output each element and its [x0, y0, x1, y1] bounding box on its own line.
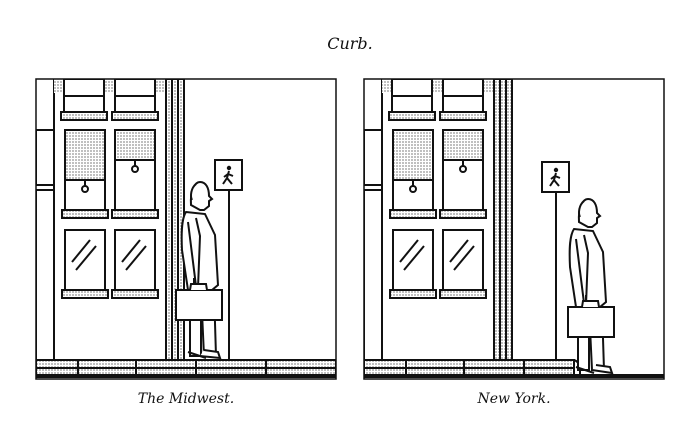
upper-window-left [60, 79, 108, 121]
panel-new-york [364, 79, 664, 379]
sidewalk [364, 359, 664, 378]
glass-window-right [111, 229, 159, 299]
glass-window-left [389, 229, 437, 299]
upper-window-right [111, 79, 159, 121]
walk-signal-icon [214, 159, 243, 360]
panel-midwest [36, 79, 336, 379]
glass-window-right [439, 229, 487, 299]
panel-border-left [35, 78, 337, 380]
building-column [165, 79, 185, 365]
building-edge [36, 79, 55, 361]
cartoon-title: Curb. [327, 34, 373, 53]
caption-midwest: The Midwest. [137, 391, 235, 407]
walk-signal-icon [541, 161, 570, 360]
shade-window-left [389, 129, 437, 219]
upper-window-left [388, 79, 436, 121]
shade-window-left [61, 129, 109, 219]
caption-new-york: New York. [477, 391, 551, 407]
panel-border-right [363, 78, 665, 380]
building-column [493, 79, 513, 365]
upper-window-right [439, 79, 487, 121]
businessman-left [175, 180, 223, 360]
shade-window-right [439, 129, 487, 219]
glass-window-left [61, 229, 109, 299]
building-edge [364, 79, 383, 361]
businessman-right [567, 197, 615, 375]
shade-window-right [111, 129, 159, 219]
sidewalk [36, 359, 336, 378]
